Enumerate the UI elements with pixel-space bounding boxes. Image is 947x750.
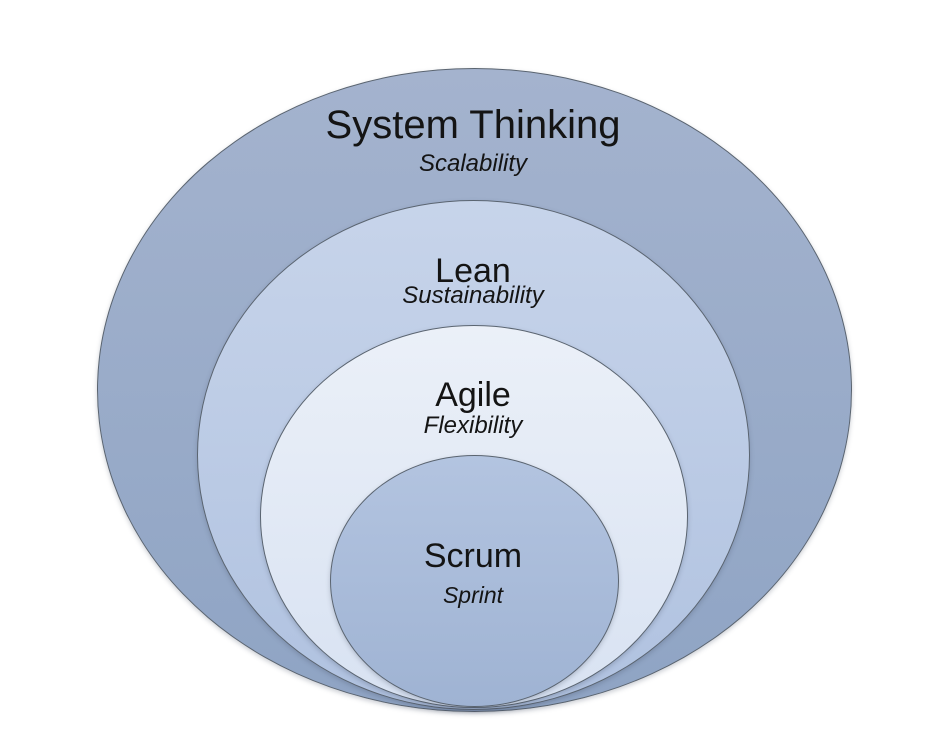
ring-sublabel-scalability: Scalability — [418, 150, 528, 177]
ring-sublabel-flexibility: Flexibility — [423, 412, 523, 439]
ring-scrum — [330, 455, 619, 707]
ring-sublabel-sprint: Sprint — [442, 582, 504, 608]
ring-sublabel-sustainability: Sustainability — [402, 282, 544, 309]
ring-label-agile: Agile — [435, 376, 511, 414]
ring-label-lean: Lean — [435, 252, 511, 290]
ring-label-system-thinking: System Thinking — [325, 103, 621, 147]
ring-label-scrum: Scrum — [423, 537, 523, 575]
